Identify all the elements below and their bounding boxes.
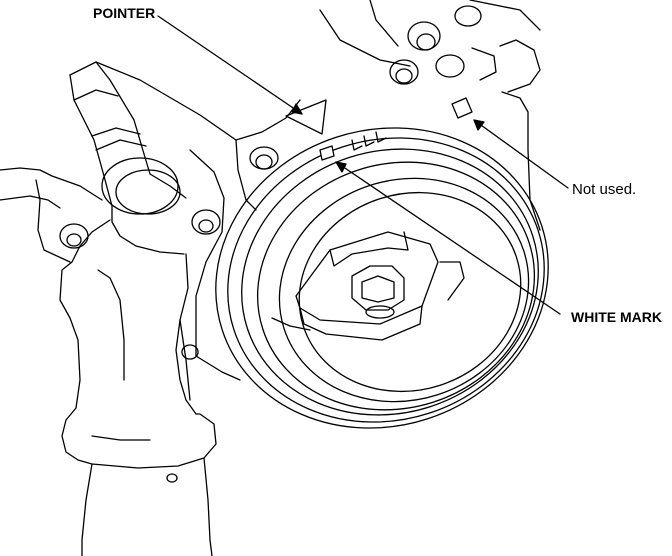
white-mark-label: WHITE MARK [571, 309, 662, 325]
side-bolts [59, 146, 279, 360]
white-mark-leader [335, 161, 561, 315]
not-used-arrowhead [473, 119, 485, 131]
unused-mark [451, 97, 473, 119]
upper-bolts [389, 5, 497, 85]
white-mark [319, 145, 335, 161]
crankshaft-pulley [215, 127, 549, 429]
pointer-label: POINTER [93, 5, 156, 21]
wrench-tool [59, 61, 217, 556]
pointer-arrowhead [291, 103, 303, 115]
leader-lines [157, 15, 569, 315]
not-used-label: Not used. [572, 181, 637, 198]
pointer-mark [285, 99, 327, 135]
pointer-leader [157, 15, 303, 115]
white-mark-arrowhead [335, 161, 347, 173]
not-used-leader [473, 119, 569, 189]
engine-block [0, 0, 541, 401]
